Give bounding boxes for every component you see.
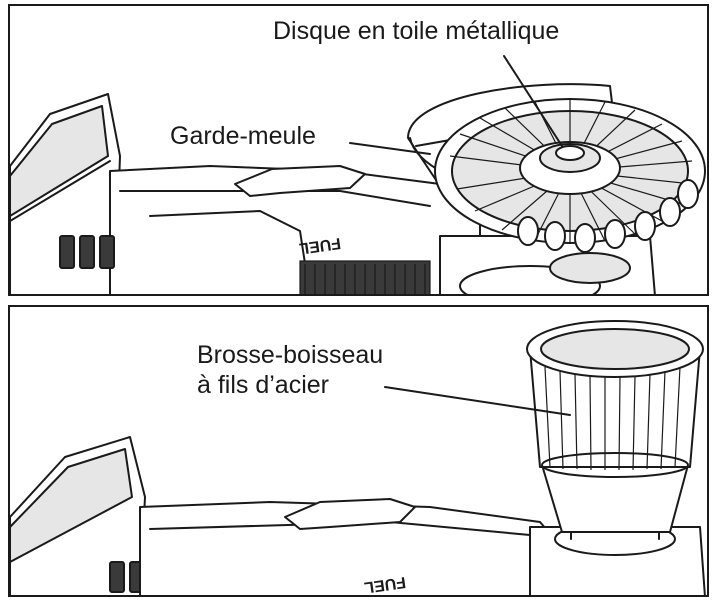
battery-pack — [10, 436, 165, 595]
grinder-body: FUEL — [59, 165, 481, 294]
angle-grinder-with-cup-brush-illustration: FUEL — [10, 320, 706, 596]
grip-vents — [59, 235, 115, 269]
label-cup-brush: Brosse-boisseau à fils d’acier — [197, 340, 383, 400]
grinder-body: FUEL — [139, 498, 571, 596]
label-cup-brush-line1: Brosse-boisseau — [197, 341, 384, 369]
wire-wheel-disc — [434, 98, 706, 253]
label-wire-wheel: Disque en toile métallique — [273, 17, 560, 45]
label-wheel-guard: Garde-meule — [170, 122, 316, 150]
label-cup-brush-line2: à fils d’acier — [197, 371, 329, 399]
leader-line-guard — [349, 142, 431, 155]
leader-line-cup-brush — [384, 386, 571, 416]
motor-vents — [299, 260, 431, 294]
angle-grinder-with-wire-wheel-illustration: FUEL — [10, 55, 706, 294]
cup-brush — [526, 320, 704, 533]
bottom-panel-cup-brush: FUEL Brosse-boisseau à fils d’acie — [8, 305, 709, 597]
paddle-switch — [234, 165, 366, 197]
brand-mark: FUEL — [298, 234, 342, 257]
brand-mark: FUEL — [363, 573, 407, 596]
gear-head — [439, 235, 656, 294]
wire-tufts — [517, 179, 699, 253]
paddle-switch — [284, 498, 416, 530]
leader-line-disc — [503, 55, 563, 147]
top-panel-wire-wheel: FUEL — [8, 4, 709, 296]
